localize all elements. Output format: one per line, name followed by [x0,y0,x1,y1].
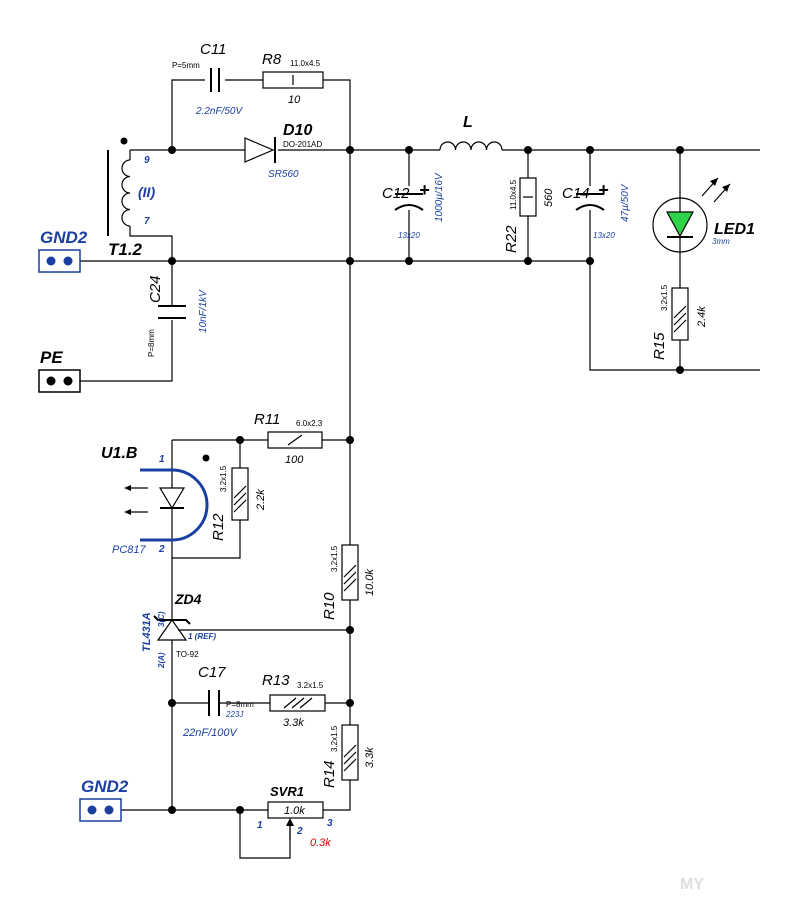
resistor-r22: 11.0x4.5 560 R22 [503,177,555,253]
r15-ref: R15 [651,332,668,360]
resistor-r8: R8 11.0x4.5 10 [262,51,324,106]
c11-ref: C11 [200,41,226,58]
c11-pitch: P=5mm [172,61,200,70]
c11-value: 2.2nF/50V [195,106,243,117]
connector-gnd2-top: GND2 [38,228,88,273]
r14-size: 3.2x1.5 [330,725,339,752]
transformer-ref: T1.2 [108,240,143,259]
d10-package: DO-201AD [283,140,322,149]
svr1-ref: SVR1 [270,784,304,799]
transformer-pin-9: 9 [144,155,150,166]
r14-value: 3.3k [364,747,376,768]
r8-value: 10 [288,94,301,106]
c14-value: 47µ/50V [620,183,631,222]
transformer-t1-2: 9 7 (II) T1.2 [107,137,155,259]
r22-value: 560 [543,188,555,207]
capacitor-c14: C14 + 47µ/50V 13x20 [562,180,631,240]
diode-d10: D10 DO-201AD SR560 [244,122,322,180]
u1b-value: PC817 [112,544,147,556]
c12-size: 13x20 [398,231,420,240]
capacitor-c12: C12 + 1000µ/16V 13x20 [382,172,445,240]
c17-code: 223J [225,710,244,719]
c14-ref: C14 [562,185,590,202]
zd4-ref: ZD4 [174,591,202,607]
c24-ref: C24 [147,275,164,303]
c12-ref: C12 [382,185,410,202]
c17-ref: C17 [198,664,226,681]
resistor-r10: 3.2x1.5 10.0k R10 [321,544,376,620]
optocoupler-u1b: U1.B 1 2 PC817 [101,445,210,556]
zd4-pin-3: 3(C) [157,611,166,627]
r10-value: 10.0k [364,569,376,596]
c14-size: 13x20 [593,231,615,240]
watermark: MY [680,876,704,893]
r15-value: 2.4k [696,306,708,328]
r15-size: 3.2x1.5 [660,284,669,311]
c17-value: 22nF/100V [182,727,238,739]
resistor-r12: 3.2x1.5 2.2k R12 [210,465,267,541]
r10-size: 3.2x1.5 [330,545,339,572]
capacitor-c17: C17 P=8mm 223J 22nF/100V [182,664,254,739]
led-led1: LED1 3mm [652,177,755,253]
trimmer-svr1: SVR1 1.0k 1 2 3 0.3k [257,784,333,849]
c24-pitch: P=8mm [147,329,156,357]
capacitor-c11: C11 P=5mm 2.2nF/50V [172,41,243,117]
r12-value: 2.2k [255,489,267,511]
zd4-pin-1: 1 (REF) [188,632,216,641]
resistor-r13: R13 3.2x1.5 3.3k [262,672,326,729]
r10-ref: R10 [321,592,338,620]
gnd2-bottom-label: GND2 [81,777,129,796]
led-light-arrows [701,177,731,203]
c14-plus: + [598,180,609,200]
r14-ref: R14 [321,760,338,788]
svr1-value: 1.0k [284,805,305,817]
r13-value: 3.3k [283,717,304,729]
transformer-winding: (II) [138,184,155,200]
wires [80,79,760,859]
inductor-ref: L [463,114,473,131]
inductor-l: L [439,114,503,151]
capacitor-c24: C24 P=8mm 10nF/1kV [147,275,209,357]
r11-value: 100 [285,454,304,466]
svr1-setting: 0.3k [310,837,331,849]
led1-size: 3mm [712,237,730,246]
r12-ref: R12 [210,513,227,541]
c12-value: 1000µ/16V [434,172,445,222]
resistor-r11: R11 6.0x2.3 100 [254,411,323,466]
c12-plus: + [419,180,430,200]
led1-ref: LED1 [714,221,755,238]
u1b-pin-2: 2 [158,544,165,555]
r12-size: 3.2x1.5 [219,465,228,492]
pe-label: PE [40,348,63,367]
c17-pitch: P=8mm [226,700,254,709]
u1b-pin-1: 1 [159,454,165,465]
gnd2-top-label: GND2 [40,228,88,247]
transformer-pin-7: 7 [144,216,150,227]
d10-value: SR560 [268,169,299,180]
zd4-value: TL431A [141,612,153,652]
r13-size: 3.2x1.5 [297,681,324,690]
r8-size: 11.0x4.5 [290,59,321,68]
svr1-pin-2: 2 [296,826,303,837]
svr1-pin-1: 1 [257,820,263,831]
svr1-pin-3: 3 [327,818,333,829]
r22-ref: R22 [503,225,520,253]
junctions [168,146,684,814]
u1b-ref: U1.B [101,445,137,462]
zd4-package: TO-92 [176,650,199,659]
d10-ref: D10 [283,122,312,139]
r8-ref: R8 [262,51,282,68]
connector-pe: PE [38,348,81,393]
r11-size: 6.0x2.3 [296,419,323,428]
r22-size: 11.0x4.5 [509,179,518,210]
resistor-r14: 3.2x1.5 3.3k R14 [321,724,376,788]
connector-gnd2-bottom: GND2 [79,777,129,822]
c24-value: 10nF/1kV [198,289,209,333]
regulator-zd4: ZD4 TL431A 3(C) 2(A) 1 (REF) TO-92 [141,591,216,669]
r11-ref: R11 [254,411,280,428]
resistor-r15: 3.2x1.5 2.4k R15 [651,284,708,360]
zd4-pin-2: 2(A) [157,652,166,669]
r13-ref: R13 [262,672,290,689]
